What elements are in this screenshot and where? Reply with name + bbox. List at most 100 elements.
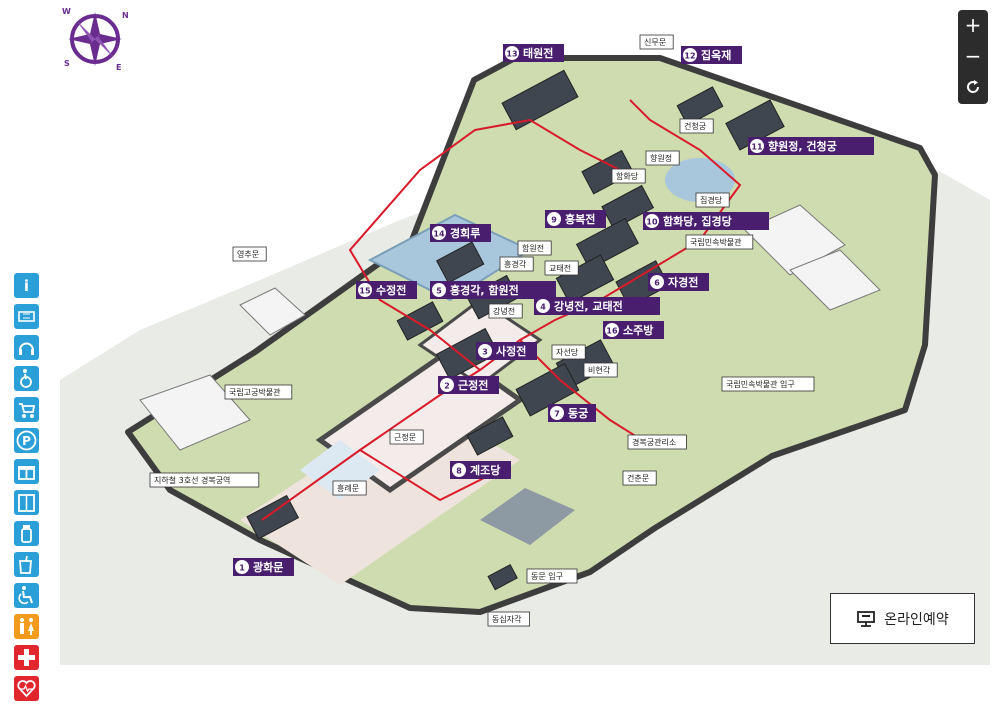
restroom-filter-button[interactable] [14, 614, 39, 639]
map-tag-text: 신무문 [644, 38, 666, 47]
aed-filter-button[interactable] [14, 676, 39, 701]
map-tag-text: 집경당 [700, 195, 723, 205]
place-number: 11 [751, 143, 763, 152]
stroller-icon [19, 403, 36, 418]
gift-shop-filter-button[interactable] [14, 459, 39, 484]
place-name: 흥복전 [565, 212, 595, 226]
drinking-water-filter-button[interactable] [14, 521, 39, 546]
map-tag-text: 함화당 [616, 171, 639, 181]
map-tag: 향원정 [645, 150, 680, 166]
place-number: 5 [436, 287, 442, 296]
audio-guide-icon [19, 342, 34, 355]
info-filter-button[interactable]: i [14, 273, 39, 298]
audio-guide-filter-button[interactable] [14, 335, 39, 360]
stroller-filter-button[interactable] [14, 397, 39, 422]
map-tag-text: 자선당 [556, 347, 579, 357]
map-tag: 국립민속박물관 입구 [721, 376, 815, 392]
map-tag-text: 국립민속박물관 입구 [726, 379, 795, 389]
place-name: 계조당 [470, 463, 500, 477]
place-name: 경회루 [450, 226, 480, 240]
map-tag: 함원전 [517, 240, 552, 256]
map-tag: 건춘문 [622, 470, 657, 486]
refresh-icon [967, 80, 980, 93]
map-tag: 집경당 [695, 192, 730, 208]
compass-w: W [62, 7, 71, 16]
cafe-filter-button[interactable] [14, 552, 39, 577]
map-tag: 동문 입구 [526, 568, 578, 584]
map-tag: 함화당 [611, 168, 646, 184]
place-label-9[interactable]: 9 흥복전 [545, 210, 606, 228]
aed-icon [17, 680, 36, 698]
locker-filter-button[interactable] [14, 490, 39, 515]
map-tag: 영추문 [232, 246, 267, 262]
place-label-14[interactable]: 14 경회루 [430, 224, 491, 242]
place-number: 4 [540, 303, 546, 312]
place-name: 근정전 [458, 378, 488, 392]
place-number: 9 [551, 216, 557, 225]
online-reservation-button[interactable]: 온라인예약 [830, 593, 975, 644]
place-label-13[interactable]: 13 태원전 [503, 44, 564, 62]
place-number: 16 [606, 327, 618, 336]
monitor-icon [857, 610, 876, 627]
place-label-4[interactable]: 4 강녕전, 교태전 [534, 297, 660, 315]
map-tag-text: 지하철 3호선 경복궁역 [154, 475, 230, 485]
info-icon: i [24, 277, 29, 295]
place-name: 함화당, 집경당 [663, 214, 732, 228]
map-tag: 국립고궁박물관 [224, 384, 293, 400]
place-name: 태원전 [523, 46, 553, 60]
map-tag: 교태전 [544, 260, 579, 276]
place-number: 14 [433, 230, 445, 239]
place-name: 사정전 [496, 344, 526, 358]
place-number: 13 [506, 50, 517, 59]
drinking-water-icon [21, 525, 32, 543]
zoom-out-button[interactable]: − [964, 44, 982, 68]
place-number: 8 [456, 467, 462, 476]
ticket-filter-button[interactable] [14, 304, 39, 329]
wheelchair-filter-button[interactable] [14, 366, 39, 391]
map-tag-text: 동문 입구 [531, 572, 563, 581]
map-tag: 흥경각 [499, 256, 534, 272]
first-aid-filter-button[interactable] [14, 645, 39, 670]
place-name: 집옥재 [701, 48, 731, 62]
map-tag-text: 경복궁관리소 [632, 437, 676, 447]
map-tag-text: 강녕전 [493, 306, 515, 316]
place-name: 강녕전, 교태전 [554, 299, 623, 313]
accessible-icon [18, 586, 33, 605]
wheelchair-icon [20, 369, 32, 388]
accessible-filter-button[interactable] [14, 583, 39, 608]
map-tag-text: 동십자각 [492, 614, 522, 624]
compass-rose [68, 12, 122, 66]
zoom-in-button[interactable]: + [964, 13, 982, 37]
map-tag: 동십자각 [487, 611, 530, 627]
hyangwon-pond [665, 158, 735, 202]
reset-view-button[interactable] [958, 72, 988, 103]
place-label-8[interactable]: 8 계조당 [450, 461, 511, 479]
map-tag: 건청궁 [679, 118, 714, 134]
place-number: 7 [554, 410, 560, 419]
map-tag-text: 영추문 [237, 249, 259, 259]
parking-filter-button[interactable]: P [14, 428, 39, 453]
map-tag: 지하철 3호선 경복궁역 [149, 472, 260, 488]
place-number: 1 [239, 564, 245, 573]
compass-e: E [116, 63, 121, 72]
map-tag-text: 비현각 [588, 365, 611, 375]
map-tag-text: 함원전 [522, 243, 544, 253]
compass-n: N [122, 11, 129, 20]
compass-s: S [64, 59, 70, 68]
locker-icon [18, 494, 35, 512]
place-number: 15 [359, 287, 371, 296]
zoom-controls: + − [958, 10, 988, 104]
